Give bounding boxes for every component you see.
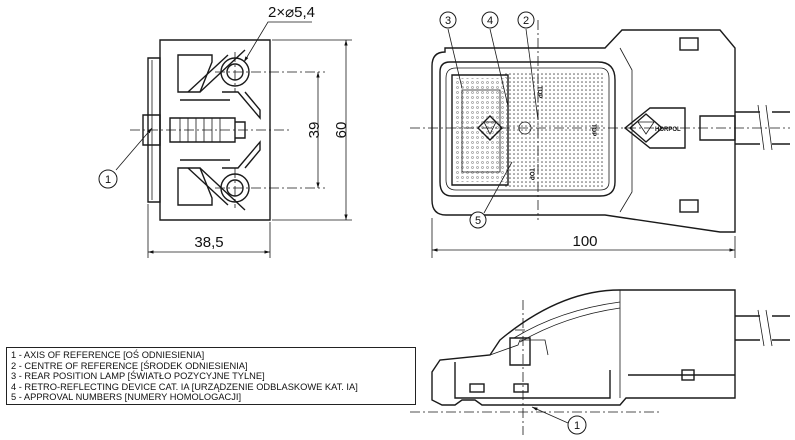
profile-view bbox=[410, 289, 790, 435]
legend-item: 1 - AXIS OF REFERENCE [OŚ ODNIESIENIA] bbox=[11, 350, 205, 360]
callout-2: 2 bbox=[523, 15, 529, 27]
legend-item: 2 - CENTRE OF REFERENCE [ŚRODEK ODNIESIE… bbox=[11, 360, 248, 371]
hole-spacing-dimension: 39 bbox=[306, 122, 323, 139]
legend-box: 1 - AXIS OF REFERENCE [OŚ ODNIESIENIA] 2… bbox=[6, 347, 416, 405]
height-dimension: 60 bbox=[333, 122, 350, 139]
length-dimension: 100 bbox=[572, 233, 597, 250]
callout-1: 1 bbox=[105, 174, 111, 186]
top-mark-b: TOP bbox=[536, 86, 542, 98]
brand-logo-text: HORPOL bbox=[655, 127, 681, 133]
legend-item: 5 - APPROVAL NUMBERS [NUMERY HOMOLOGACJI… bbox=[11, 392, 242, 403]
callout-5: 5 bbox=[475, 215, 481, 227]
side-width-dimension: 38,5 bbox=[194, 234, 223, 251]
hole-dimension: 2×⌀5,4 bbox=[268, 4, 315, 21]
legend-item: 4 - RETRO-REFLECTING DEVICE CAT. IA [URZ… bbox=[11, 381, 358, 392]
top-mark-a: TOP bbox=[590, 124, 596, 136]
front-view bbox=[410, 11, 790, 258]
side-view bbox=[98, 21, 352, 258]
callout-1-bottom: 1 bbox=[574, 420, 580, 432]
top-mark-c: TOP bbox=[528, 168, 534, 180]
callout-3: 3 bbox=[445, 15, 451, 27]
callout-4: 4 bbox=[487, 15, 493, 27]
legend-item: 3 - REAR POSITION LAMP [ŚWIATŁO POZYCYJN… bbox=[11, 371, 265, 382]
